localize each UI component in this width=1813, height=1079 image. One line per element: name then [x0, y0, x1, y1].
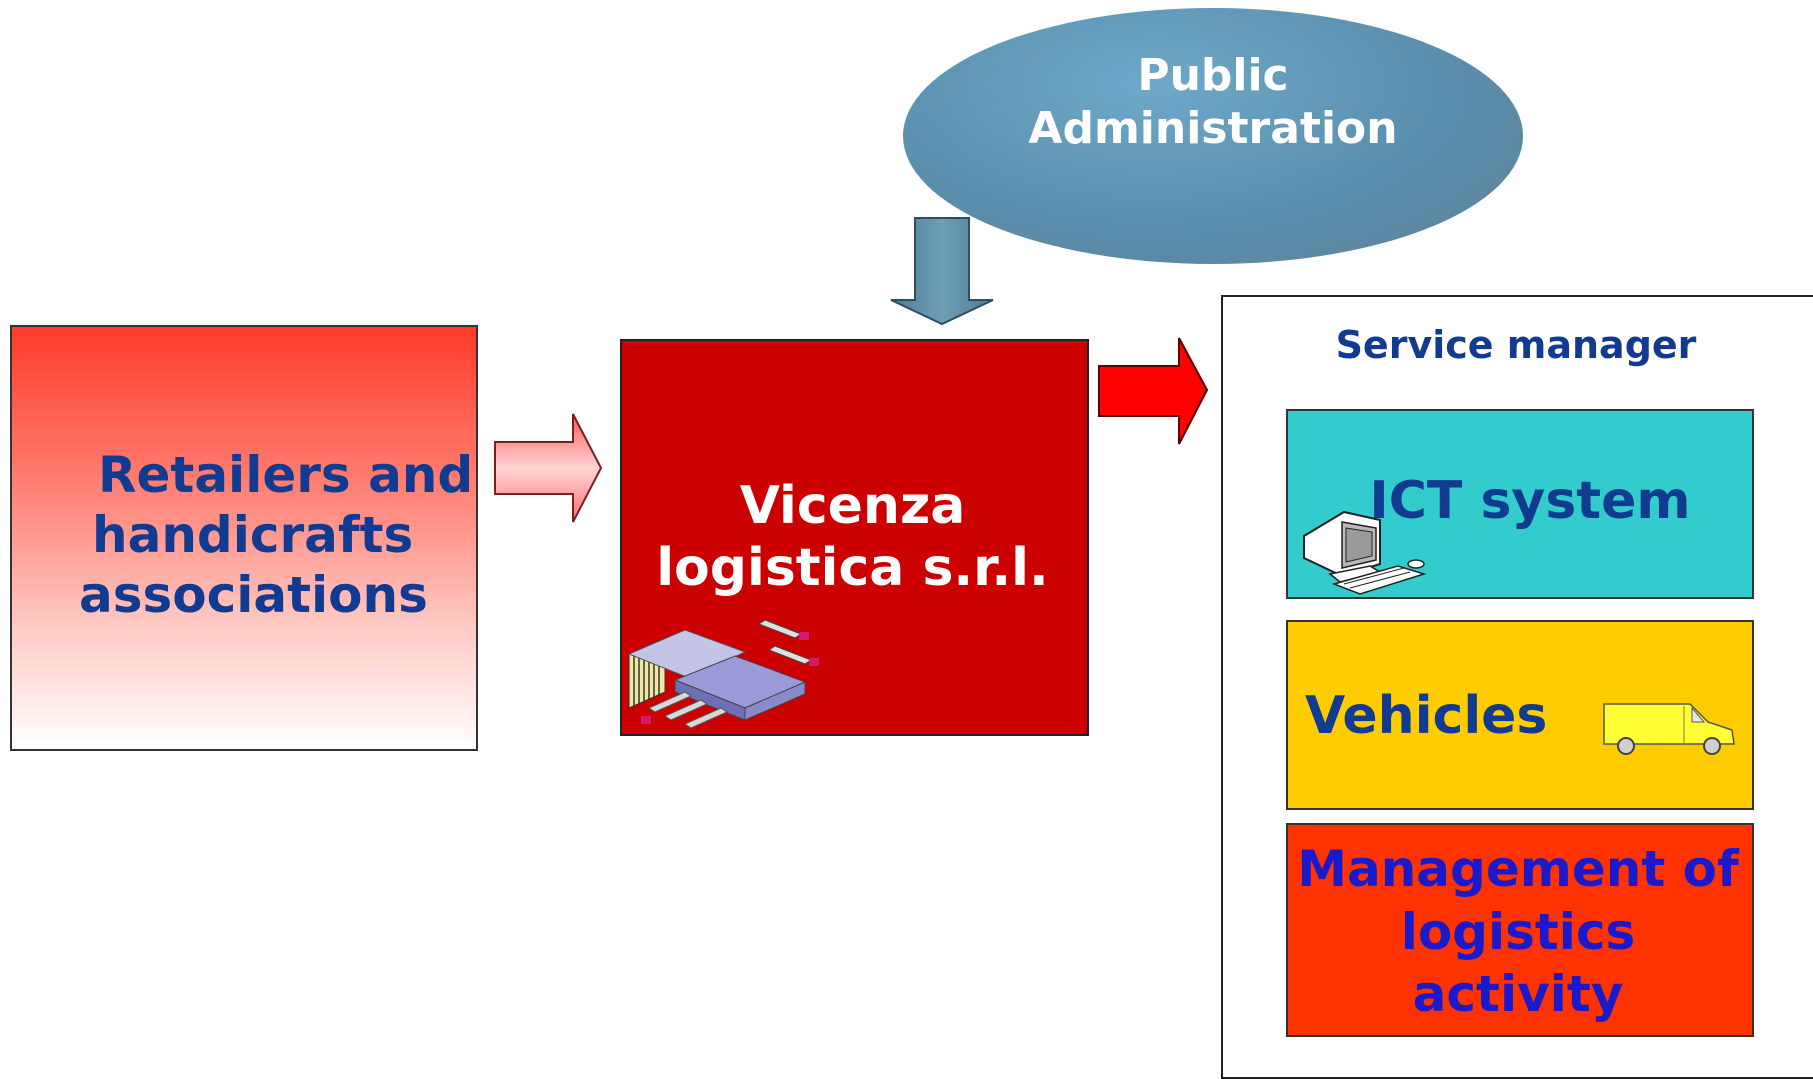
public-administration-ellipse: [903, 8, 1523, 264]
vehicles-label: Vehicles: [1305, 686, 1548, 746]
management-label: Management of logistics activity: [1286, 838, 1750, 1026]
vicenza-line-1: Vicenza: [739, 476, 966, 536]
van-icon: [1603, 703, 1735, 755]
vicenza-line-2: logistica s.r.l.: [656, 538, 1049, 599]
management-line-2: logistics: [1400, 902, 1636, 961]
retailers-line-1: Retailers and: [98, 446, 474, 504]
service-manager-title: Service manager: [1335, 323, 1697, 367]
warehouse-icon: [627, 619, 819, 729]
retailers-label: Retailers and handicrafts associations: [60, 445, 480, 625]
ict-system-label: ICT system: [1369, 471, 1691, 531]
management-box: [1286, 823, 1754, 1037]
right-arrow-pink: [494, 413, 603, 523]
retailers-line-3: associations: [79, 566, 428, 624]
management-line-3: activity: [1412, 965, 1624, 1023]
public-administration-line-1: Public: [1137, 50, 1289, 101]
down-arrow: [890, 217, 994, 326]
management-line-1: Management of: [1297, 840, 1739, 898]
computer-icon: [1303, 510, 1427, 595]
public-administration-line-2: Administration: [1028, 102, 1398, 154]
vicenza-label: Vicenza logistica s.r.l.: [620, 475, 1085, 600]
public-administration-label: Public Administration: [903, 50, 1523, 156]
retailers-line-2: handicrafts: [92, 506, 414, 564]
retailers-box: [10, 325, 478, 751]
right-arrow-red: [1098, 337, 1209, 445]
